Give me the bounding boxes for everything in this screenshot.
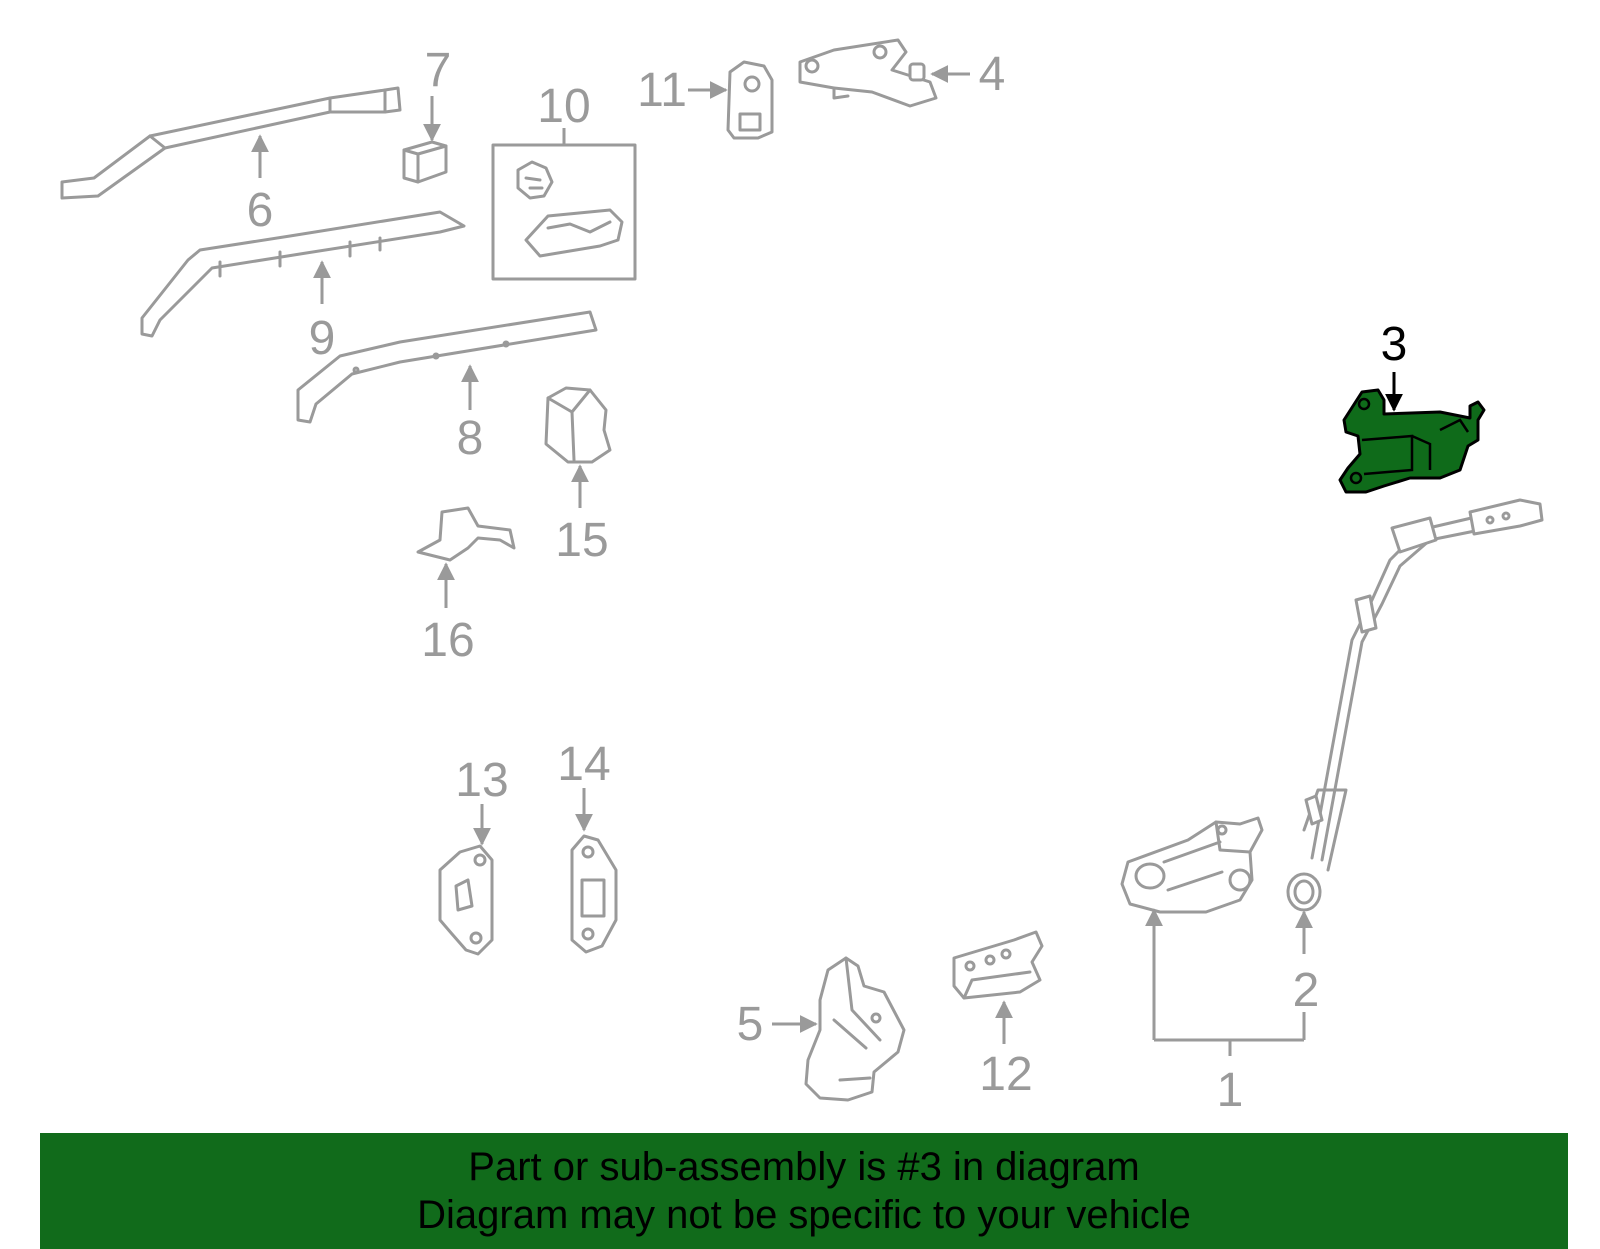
part-6-rail[interactable] bbox=[60, 86, 402, 200]
callout-8[interactable]: 8 bbox=[457, 412, 484, 465]
banner-line-1: Part or sub-assembly is #3 in diagram bbox=[468, 1145, 1140, 1189]
callout-4[interactable]: 4 bbox=[979, 48, 1006, 101]
callout-9[interactable]: 9 bbox=[309, 312, 336, 365]
part-11-bracket[interactable] bbox=[726, 60, 774, 140]
part-4-hinge[interactable] bbox=[798, 38, 938, 108]
part-10-clip bbox=[516, 160, 554, 200]
part-7-block[interactable] bbox=[402, 140, 448, 184]
part-3-highlighted-module[interactable] bbox=[1338, 388, 1486, 494]
callout-2[interactable]: 2 bbox=[1293, 964, 1320, 1017]
callout-12[interactable]: 12 bbox=[979, 1048, 1032, 1101]
callout-3[interactable]: 3 bbox=[1381, 318, 1408, 371]
part-8-rail[interactable] bbox=[296, 310, 598, 424]
callout-16[interactable]: 16 bbox=[421, 614, 474, 667]
part-1-actuator[interactable] bbox=[1120, 816, 1264, 914]
callout-13[interactable]: 13 bbox=[455, 754, 508, 807]
part-16-bracket[interactable] bbox=[416, 506, 516, 562]
callout-7[interactable]: 7 bbox=[425, 44, 452, 97]
part-12-striker[interactable] bbox=[952, 930, 1044, 1000]
callout-6[interactable]: 6 bbox=[247, 184, 274, 237]
callout-11[interactable]: 11 bbox=[637, 64, 687, 117]
part-14-gasket[interactable] bbox=[570, 834, 618, 954]
part-13-gasket[interactable] bbox=[438, 844, 494, 956]
callout-1[interactable]: 1 bbox=[1217, 1064, 1244, 1117]
callout-14[interactable]: 14 bbox=[557, 738, 610, 791]
part-10-pad bbox=[524, 208, 624, 258]
callout-15[interactable]: 15 bbox=[555, 514, 608, 567]
part-9-rail[interactable] bbox=[140, 210, 466, 338]
part-5-latch[interactable] bbox=[804, 956, 906, 1102]
part-15-block[interactable] bbox=[544, 386, 612, 464]
part-2-cable[interactable] bbox=[1286, 498, 1544, 912]
info-banner: Part or sub-assembly is #3 in diagram Di… bbox=[40, 1133, 1568, 1249]
callout-5[interactable]: 5 bbox=[737, 998, 764, 1051]
callout-10[interactable]: 10 bbox=[537, 80, 590, 133]
banner-line-2: Diagram may not be specific to your vehi… bbox=[417, 1193, 1191, 1237]
